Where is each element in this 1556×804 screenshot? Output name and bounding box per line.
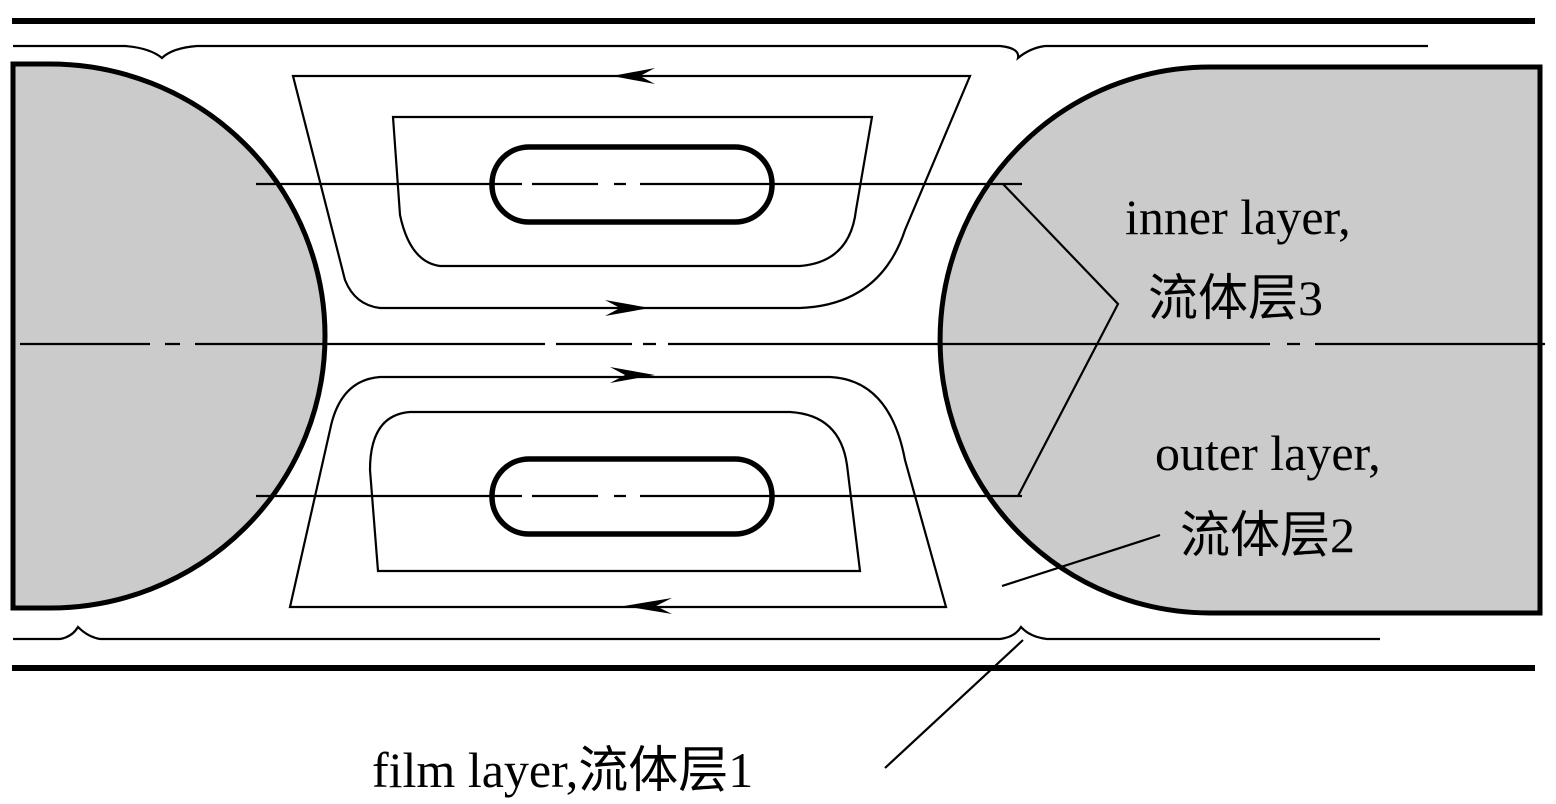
top-film-line (13, 44, 1428, 61)
bottom-film-line (13, 625, 1380, 641)
arrow-left-bottom (624, 598, 672, 614)
inner-layer-leader (1002, 183, 1120, 497)
film-layer-label: film layer,流体层1 (372, 742, 753, 798)
arrow-right-inner-bottom (610, 367, 655, 383)
inner-streamline-bottom (368, 410, 862, 573)
outer-layer-label-en: outer layer, (1155, 425, 1381, 481)
arrow-right-inner-top (605, 300, 650, 316)
outer-streamline-bottom (288, 375, 948, 609)
left-bubble (10, 61, 328, 611)
outer-layer-leader (1001, 533, 1161, 588)
outer-streamline-top (291, 74, 972, 310)
inner-layer-label-cn: 流体层3 (1148, 270, 1323, 326)
arrow-left-top (612, 68, 655, 84)
inner-streamline-top (391, 115, 874, 268)
film-layer-leader (884, 639, 1024, 769)
right-bubble (937, 64, 1543, 616)
inner-layer-label-en: inner layer, (1125, 189, 1351, 245)
outer-layer-label-cn: 流体层2 (1180, 507, 1355, 563)
